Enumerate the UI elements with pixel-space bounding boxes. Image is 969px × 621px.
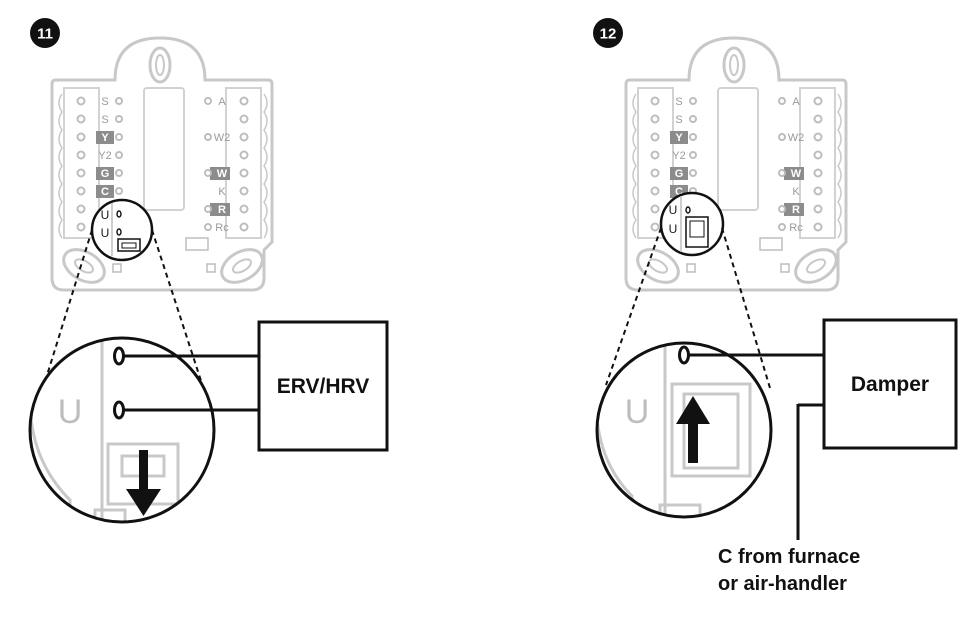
focus-circle-12: U U [659,191,725,257]
svg-text:S: S [101,96,108,108]
svg-text:W: W [791,168,802,180]
svg-text:K: K [792,186,800,198]
svg-text:A: A [218,96,226,108]
svg-text:Y2: Y2 [98,150,111,162]
svg-text:W2: W2 [214,132,231,144]
svg-text:G: G [675,168,684,180]
svg-text:12: 12 [600,26,617,43]
arrow-up-icon [676,396,710,463]
c-wire-note: C from furnace or air-handler [718,546,860,595]
svg-text:U: U [625,393,650,431]
wallplate-12: S S Y Y2 G C A W2 W K R Rc [624,36,848,292]
damper-box: Damper [822,318,958,450]
svg-text:S: S [101,114,108,126]
svg-text:C: C [101,186,109,198]
svg-text:Y2: Y2 [672,150,685,162]
svg-text:ERV/HRV: ERV/HRV [277,375,370,398]
svg-text:U: U [669,203,678,217]
zoom-circle-11: U [28,336,216,524]
svg-text:Y: Y [101,132,109,144]
svg-text:U: U [101,226,110,240]
svg-text:G: G [101,168,110,180]
svg-text:C: C [675,186,683,198]
svg-text:W2: W2 [788,132,805,144]
zoom-circle-12: U [595,341,773,519]
svg-text:C from furnace: C from furnace [718,546,860,568]
svg-text:S: S [675,96,682,108]
svg-text:R: R [218,204,226,216]
arrow-down-icon [126,450,161,516]
svg-text:A: A [792,96,800,108]
svg-text:U: U [101,208,110,222]
svg-text:Y: Y [675,132,683,144]
svg-text:U: U [58,393,83,431]
svg-text:R: R [792,204,800,216]
svg-text:or air-handler: or air-handler [718,573,847,595]
svg-text:W: W [217,168,228,180]
svg-text:11: 11 [37,26,53,43]
erv-hrv-box: ERV/HRV [257,320,389,452]
wires-12 [689,353,824,540]
svg-text:Rc: Rc [215,222,229,234]
svg-text:S: S [675,114,682,126]
wires-11 [124,354,259,412]
wallplate-11: S S Y Y2 G C A W2 W K R Rc [50,36,274,292]
svg-text:U: U [669,222,678,236]
step-12-badge: 12 [593,18,623,48]
step-11-badge: 11 [30,18,60,48]
svg-text:Rc: Rc [789,222,803,234]
svg-text:Damper: Damper [851,373,929,396]
zoom-guides-12 [605,227,771,389]
focus-circle-11: U U [90,198,154,262]
svg-text:K: K [218,186,226,198]
zoom-guides-11 [43,229,205,391]
